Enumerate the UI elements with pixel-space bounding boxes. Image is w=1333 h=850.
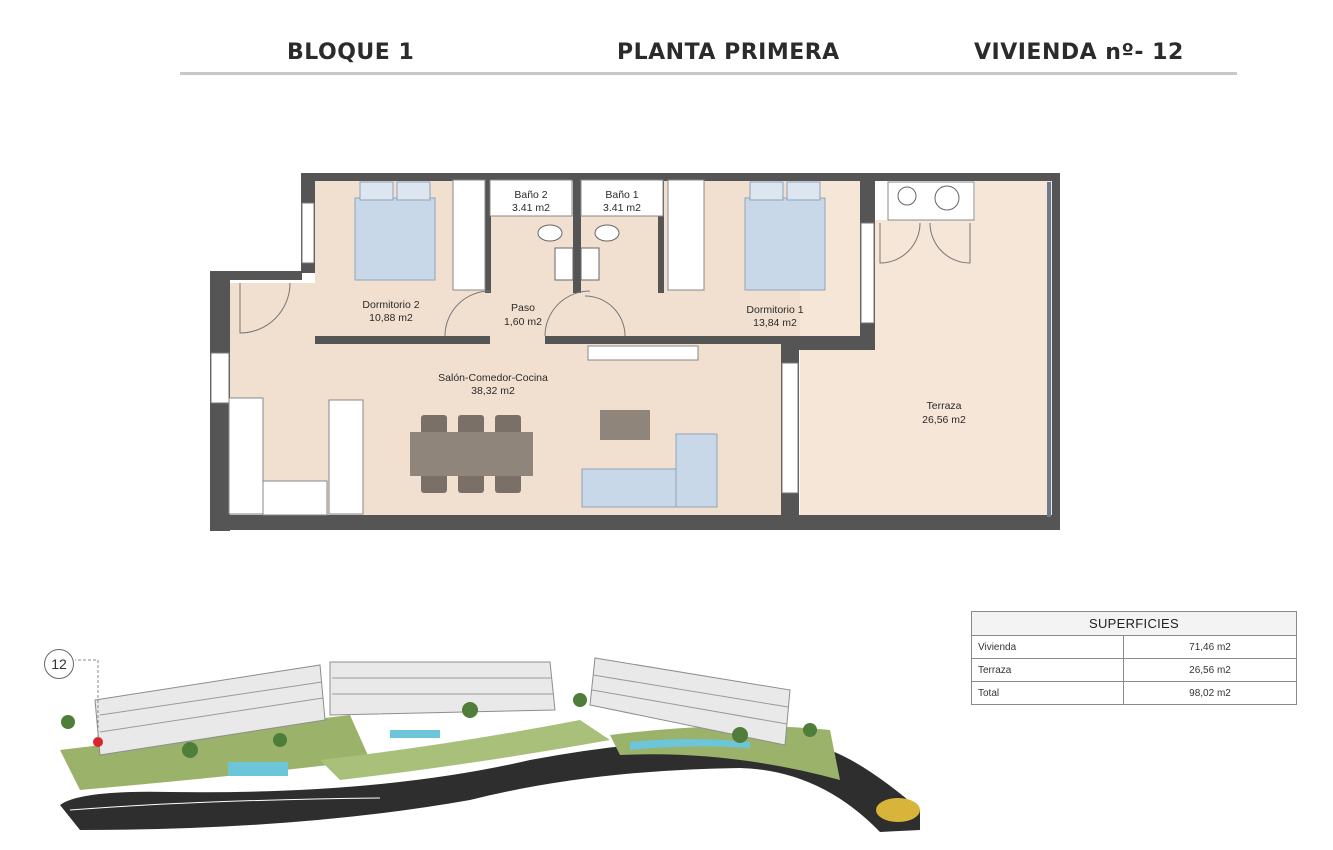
floor-plan: Baño 2 3.41 m2 Baño 1 3.41 m2 Dormitorio…: [210, 173, 1060, 531]
room-area-dormitorio-2: 10,88 m2: [369, 312, 413, 324]
room-name-salon: Salón-Comedor-Cocina: [438, 372, 548, 384]
room-name-dormitorio-2: Dormitorio 2: [362, 299, 419, 311]
table-row: Terraza 26,56 m2: [971, 658, 1297, 682]
room-area-terraza: 26,56 m2: [922, 414, 966, 426]
superficies-table: SUPERFICIES Vivienda 71,46 m2 Terraza 26…: [971, 611, 1297, 705]
row-label: Vivienda: [971, 635, 1124, 659]
room-area-bano-1: 3.41 m2: [603, 202, 641, 214]
room-name-dormitorio-1: Dormitorio 1: [746, 304, 803, 316]
room-labels: Baño 2 3.41 m2 Baño 1 3.41 m2 Dormitorio…: [362, 189, 966, 426]
unit-number-marker: 12: [44, 649, 74, 679]
terrace-railing: [1047, 182, 1051, 517]
sofa: [581, 433, 718, 508]
windows: [210, 202, 875, 494]
room-area-salon: 38,32 m2: [471, 385, 515, 397]
room-name-bano-1: Baño 1: [605, 189, 638, 201]
bed-dormitorio-2: [354, 181, 436, 281]
row-label: Total: [971, 681, 1124, 705]
coffee-table: [600, 410, 650, 440]
header-vivienda: VIVIENDA nº- 12: [974, 40, 1184, 65]
row-value: 98,02 m2: [1123, 681, 1297, 705]
room-name-paso: Paso: [511, 302, 535, 314]
room-area-bano-2: 3.41 m2: [512, 202, 550, 214]
header-divider: [180, 72, 1237, 75]
header-planta: PLANTA PRIMERA: [617, 40, 840, 65]
row-value: 71,46 m2: [1123, 635, 1297, 659]
dining-set: [410, 415, 533, 493]
row-label: Terraza: [971, 658, 1124, 682]
unit-location-dot: [93, 737, 103, 747]
row-value: 26,56 m2: [1123, 658, 1297, 682]
superficies-title: SUPERFICIES: [971, 611, 1297, 636]
room-name-bano-2: Baño 2: [514, 189, 547, 201]
bath-fixtures: [537, 185, 960, 281]
door-swings: [239, 222, 971, 337]
table-row: Vivienda 71,46 m2: [971, 635, 1297, 659]
room-area-paso: 1,60 m2: [504, 316, 542, 328]
bed-dormitorio-1: [744, 181, 826, 291]
header-bloque: BLOQUE 1: [287, 40, 415, 65]
room-name-terraza: Terraza: [926, 400, 961, 412]
room-area-dormitorio-1: 13,84 m2: [753, 317, 797, 329]
table-row: Total 98,02 m2: [971, 681, 1297, 705]
site-aerial-illustration: [60, 657, 920, 832]
